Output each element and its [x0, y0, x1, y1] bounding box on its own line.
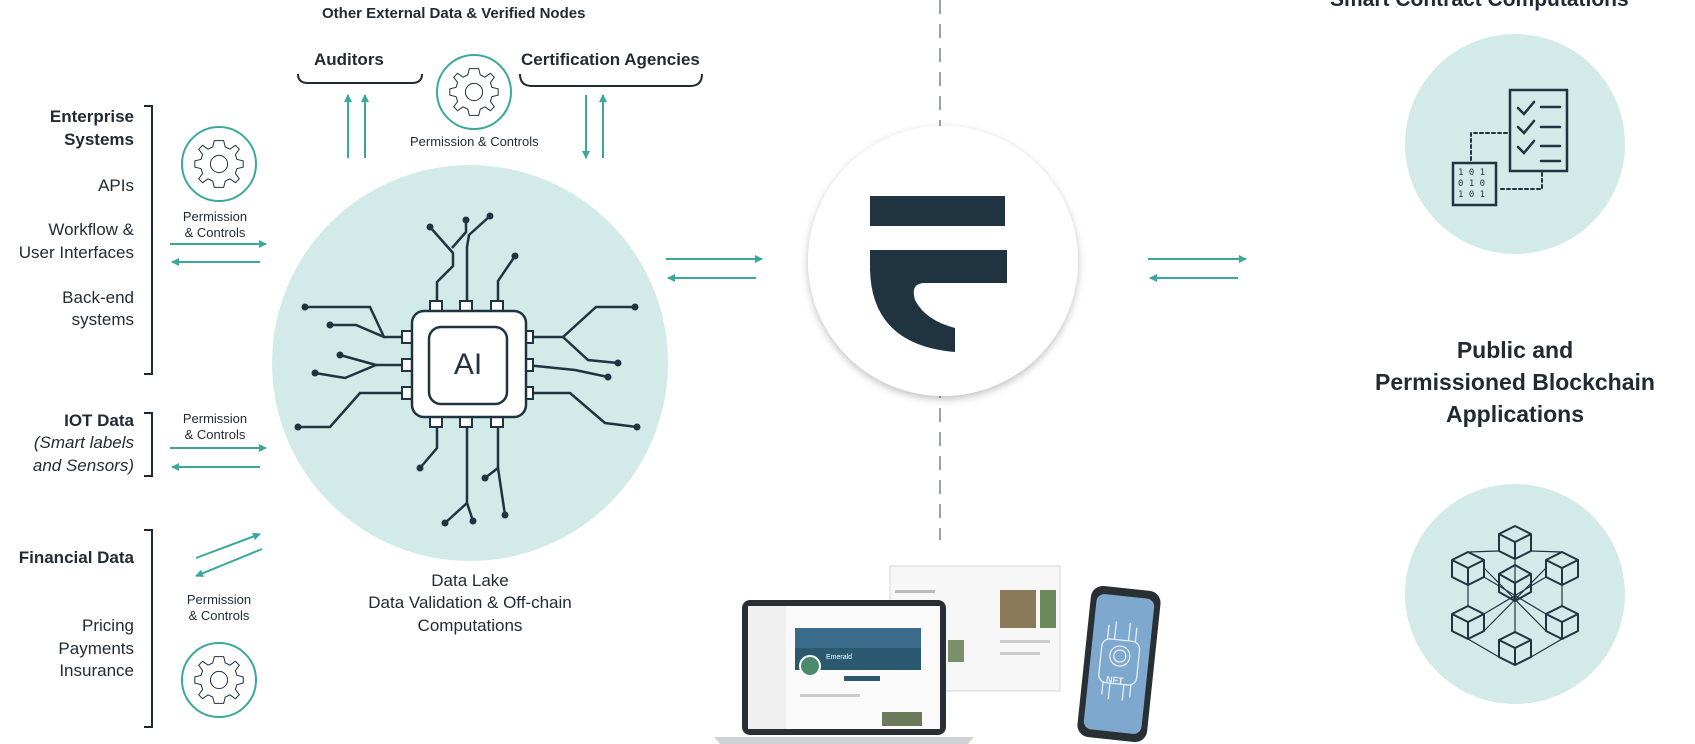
financial-item-insurance: Insurance [59, 661, 134, 680]
phone-nft-badge: NFT [1105, 674, 1124, 686]
enterprise-permission-line2: & Controls [184, 225, 246, 240]
enterprise-backend-line2: systems [71, 310, 134, 329]
external-permission-label: Permission & Controls [410, 134, 539, 149]
laptop-banner-text: Emerald [826, 654, 853, 661]
external-title: Other External Data & Verified Nodes [322, 5, 586, 22]
auditors-brace [297, 73, 423, 84]
enterprise-apis: APIs [98, 176, 134, 195]
blockchain-title-line1: Public and [1456, 337, 1574, 363]
enterprise-backend-line1: Back-end [62, 288, 134, 307]
certification-brace [519, 73, 703, 87]
ai-caption-line2: Data Validation & Off-chain [368, 593, 572, 612]
iot-bracket [144, 412, 153, 477]
binary-row: 0 1 0 [1458, 179, 1486, 189]
phone-mockup [1077, 585, 1161, 743]
flow-arrows [170, 94, 1247, 578]
iot-permission-line2: & Controls [184, 427, 246, 442]
gear-icon-top [436, 54, 512, 130]
enterprise-permission-line1: Permission [182, 209, 248, 224]
ai-caption-line1: Data Lake [431, 571, 509, 590]
enterprise-bracket [144, 105, 153, 375]
ai-circuit [296, 214, 639, 525]
financial-bracket [144, 529, 153, 728]
financial-title: Financial Data [18, 548, 134, 567]
iot-title: IOT Data [64, 411, 134, 430]
binary-block: 1 0 1 0 1 0 1 0 1 [1458, 168, 1485, 201]
auditors-label: Auditors [314, 50, 384, 69]
ai-caption-line3: Computations [417, 616, 523, 635]
gear-icon-enterprise [181, 126, 257, 202]
smart-contract-title: Smart Contract Computations [1330, 0, 1629, 12]
ai-chip-core [427, 325, 509, 406]
financial-permission-line1: Permission [186, 592, 252, 607]
blockchain-title-line2: Permissioned Blockchain [1375, 369, 1655, 395]
financial-item-pricing: Pricing [82, 616, 134, 635]
blockchain-network-icon [1451, 525, 1579, 666]
iot-permission-line1: Permission [182, 411, 248, 426]
enterprise-workflow-line1: Workflow & [48, 220, 134, 239]
certification-label: Certification Agencies [521, 50, 700, 69]
ai-circuit-nodes [294, 212, 641, 527]
iot-sub-line2: and Sensors) [32, 456, 134, 475]
blockchain-title-line3: Applications [1445, 401, 1584, 427]
binary-row: 1 0 1 [1458, 168, 1486, 178]
financial-item-payments: Payments [58, 639, 134, 658]
enterprise-workflow-line2: User Interfaces [18, 243, 134, 262]
binary-row: 1 0 1 [1458, 190, 1486, 200]
enterprise-title-line1: Enterprise [49, 107, 134, 126]
smart-contract-circle [1405, 34, 1625, 254]
gear-icon-financial [181, 642, 257, 718]
financial-permission-line2: & Controls [188, 608, 250, 623]
checklist-icon [1451, 88, 1569, 207]
laptop-mockup [714, 600, 974, 744]
ai-chip-label: AI [453, 348, 483, 381]
iot-sub-line1: (Smart labels [33, 433, 134, 452]
enterprise-title-line2: Systems [64, 130, 134, 149]
logo-mark [870, 196, 1007, 352]
